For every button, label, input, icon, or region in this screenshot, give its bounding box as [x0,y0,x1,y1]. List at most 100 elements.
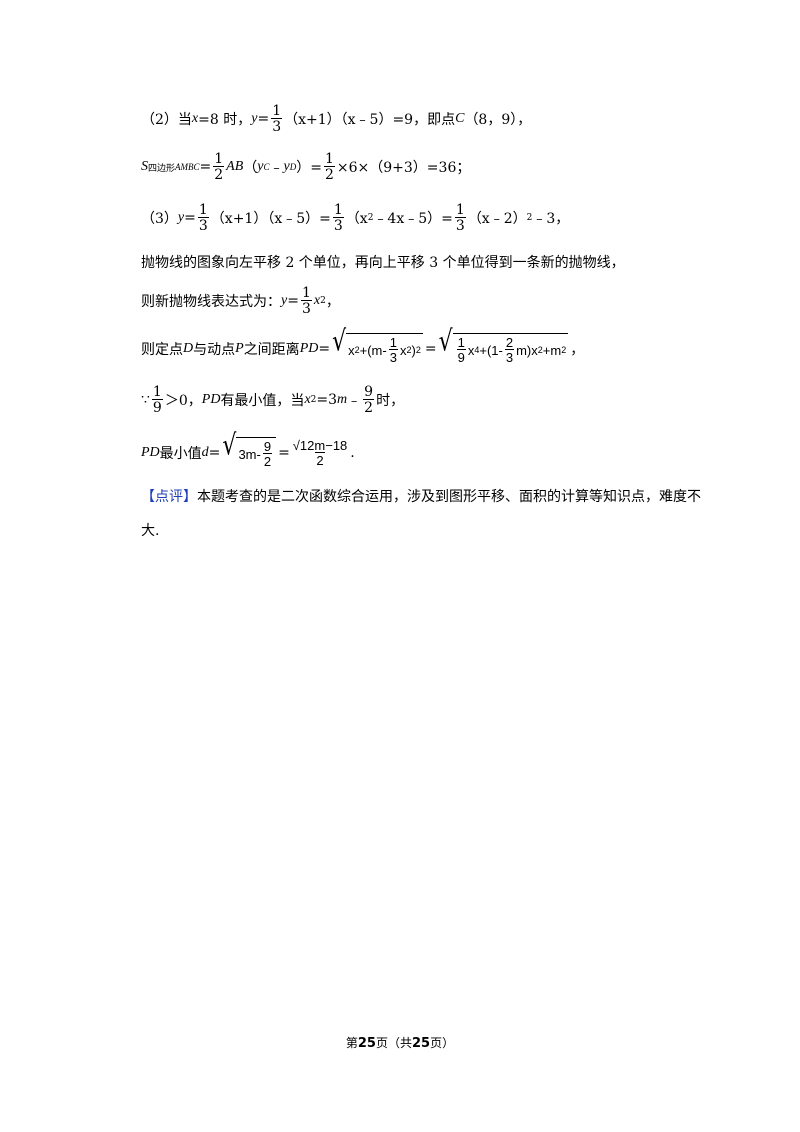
text: 第 [345,1036,358,1050]
text: +(1- [479,342,503,358]
text: ， [570,341,585,358]
var-y: y [281,293,288,308]
superscript: 4 [474,345,480,355]
text: 有最小值，当 [220,393,305,409]
text: （2）当 [141,112,192,128]
superscript: 2 [354,345,360,355]
text: 则新抛物线表达式为： [141,294,281,310]
subscript: D [289,162,297,172]
text: ) [411,342,416,358]
text: ×6×（9+3）=36； [336,160,471,176]
var-m: m [337,392,348,407]
var-P: P [235,340,244,356]
var-y: y [283,159,290,174]
var-x: x [313,293,321,308]
numerator: 1 [272,103,282,119]
text: +(m- [359,342,387,358]
superscript: 2 [320,296,326,306]
radical-sign: √ [438,325,453,359]
translation-line: 抛物线的图象向左平移 2 个单位，再向上平移 3 个单位得到一条新的抛物线， [141,252,625,272]
denominator: 9 [456,349,466,365]
var-D: D [183,340,194,356]
numerator: 9 [263,439,272,454]
var-AB: AB [226,159,244,174]
var-S: S [141,159,148,174]
superscript: 2 [310,395,317,405]
text: =8 时， [198,112,252,128]
denominator: 2 [315,451,325,468]
denominator: 3 [504,349,515,365]
page-total: 25 [412,1036,431,1051]
subscript: 四边形 [148,163,176,174]
var-x: x [304,392,311,407]
text: （x [345,211,368,227]
equals: = [278,444,290,461]
text: m) [516,342,532,358]
text: 与动点 [193,341,236,358]
text: （3） [141,211,178,227]
var-PD: PD [141,444,160,460]
numerator: 9 [364,384,374,400]
var-x: x [191,111,199,126]
text: 页） [430,1036,455,1050]
numerator: 1 [455,202,465,218]
page-number: 25 [357,1036,376,1051]
denominator: 3 [332,217,344,234]
text: +m [542,342,562,358]
text: 页（共 [375,1036,412,1050]
text: （8，9）， [464,112,532,128]
text: （x+1）（x﹣5）=9，即点 [284,112,456,128]
radical-sign: √ [222,429,237,463]
subscript: C [263,162,270,172]
text: （x﹣2） [467,211,527,227]
superscript: 2 [537,345,543,355]
denominator: 2 [363,399,375,416]
denominator: 3 [300,300,312,317]
text: . [350,444,355,461]
because-symbol: ∵ [141,392,150,408]
superscript: 2 [367,213,374,223]
denominator: 2 [262,453,273,469]
numerator: √12m−18 [292,437,348,453]
comment-text: 本题考查的是二次函数综合运用，涉及到图形平移、面积的计算等知识点，难度不 [197,489,701,505]
radical-sign: √ [332,325,347,359]
var-PD: PD [201,392,221,407]
page-footer: 第25页（共25页） [0,1034,800,1051]
equals: = [318,340,331,357]
text: ＞0， [164,393,202,409]
text: ﹣ [269,160,284,176]
denominator: 3 [271,118,283,135]
text: ﹣ [347,393,362,409]
text: 最小值 [159,445,202,462]
comment-line: 【点评】 本题考查的是二次函数综合运用，涉及到图形平移、面积的计算等知识点，难度… [141,486,701,506]
var-d: d [201,444,209,460]
text: （x+1）（x﹣5）= [210,211,331,227]
text: ， [325,294,340,310]
superscript: 2 [415,345,421,355]
equals: = [257,111,270,127]
text: =3 [316,392,338,408]
text: x [348,342,355,358]
denominator: 2 [323,166,335,183]
superscript: 2 [406,345,412,355]
text: x [399,342,407,358]
comment-line-continued: 大. [141,520,159,540]
text: （ [243,160,258,176]
